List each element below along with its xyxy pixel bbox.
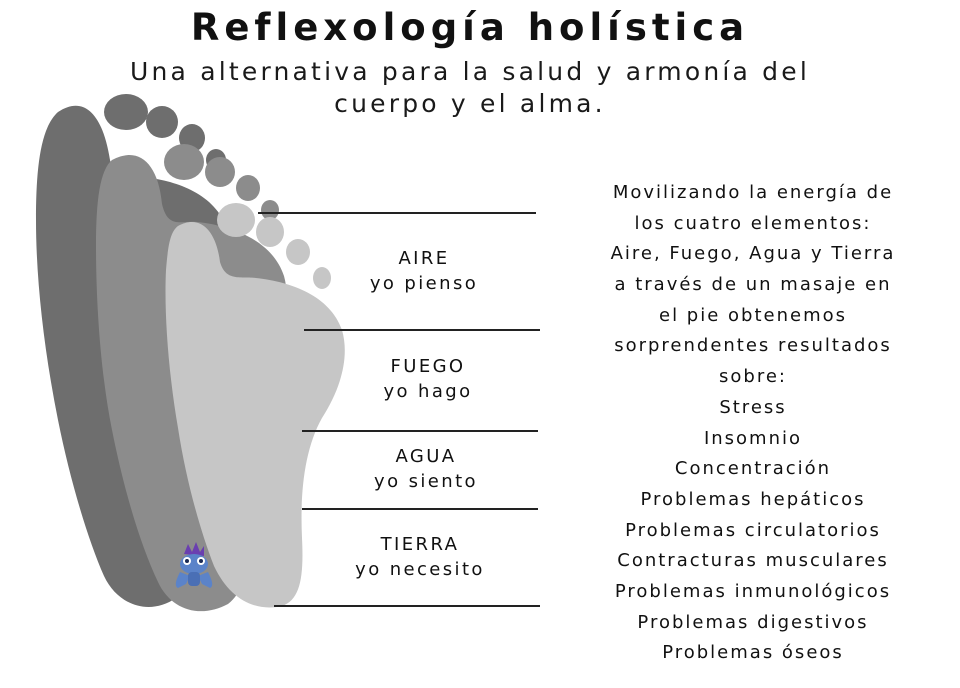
description-line: los cuatro elementos: bbox=[634, 212, 872, 234]
benefit-item: Problemas inmunológicos bbox=[614, 580, 892, 602]
element-agua: AGUA yo siento bbox=[326, 444, 526, 494]
element-verb: yo hago bbox=[383, 381, 473, 402]
benefit-item: Insomnio bbox=[703, 427, 803, 449]
benefit-item: Problemas digestivos bbox=[637, 611, 869, 633]
element-verb: yo pienso bbox=[369, 273, 479, 294]
element-fuego: FUEGO yo hago bbox=[328, 354, 528, 404]
benefit-item: Problemas óseos bbox=[662, 642, 844, 664]
description-line: sorprendentes resultados bbox=[614, 335, 892, 357]
description-line: sobre: bbox=[719, 366, 787, 388]
subtitle-line-1: Una alternativa para la salud y armonía … bbox=[130, 57, 810, 86]
element-verb: yo necesito bbox=[355, 559, 485, 580]
benefit-item: Concentración bbox=[674, 458, 832, 480]
frog-logo-icon bbox=[175, 542, 213, 588]
element-aire: AIRE yo pienso bbox=[324, 246, 524, 296]
description-line: Aire, Fuego, Agua y Tierra bbox=[610, 243, 896, 265]
benefit-item: Stress bbox=[719, 396, 787, 418]
element-name: TIERRA bbox=[380, 534, 460, 555]
element-name: AIRE bbox=[398, 248, 450, 269]
page-subtitle: Una alternativa para la salud y armonía … bbox=[40, 56, 900, 120]
description-line: a través de un masaje en bbox=[614, 274, 892, 296]
description-line: Movilizando la energía de bbox=[612, 182, 894, 203]
page-title: Reflexología holística bbox=[190, 6, 750, 49]
feet-illustration bbox=[36, 94, 345, 612]
benefit-item: Problemas circulatorios bbox=[625, 519, 881, 541]
element-tierra: TIERRA yo necesito bbox=[320, 532, 520, 582]
zone-line-3 bbox=[302, 430, 538, 432]
zone-line-1 bbox=[258, 212, 536, 214]
subtitle-line-2: cuerpo y el alma. bbox=[334, 89, 606, 118]
element-name: AGUA bbox=[395, 446, 457, 467]
foot-light bbox=[165, 203, 345, 608]
description-line: el pie obtenemos bbox=[659, 304, 847, 326]
benefit-item: Problemas hepáticos bbox=[640, 488, 866, 510]
zone-line-5 bbox=[274, 605, 540, 607]
zone-line-2 bbox=[304, 329, 540, 331]
zone-line-4 bbox=[302, 508, 538, 510]
element-verb: yo siento bbox=[374, 471, 478, 492]
description-block: Movilizando la energía de los cuatro ele… bbox=[560, 178, 946, 669]
benefit-item: Contracturas musculares bbox=[617, 550, 889, 572]
element-name: FUEGO bbox=[390, 356, 466, 377]
